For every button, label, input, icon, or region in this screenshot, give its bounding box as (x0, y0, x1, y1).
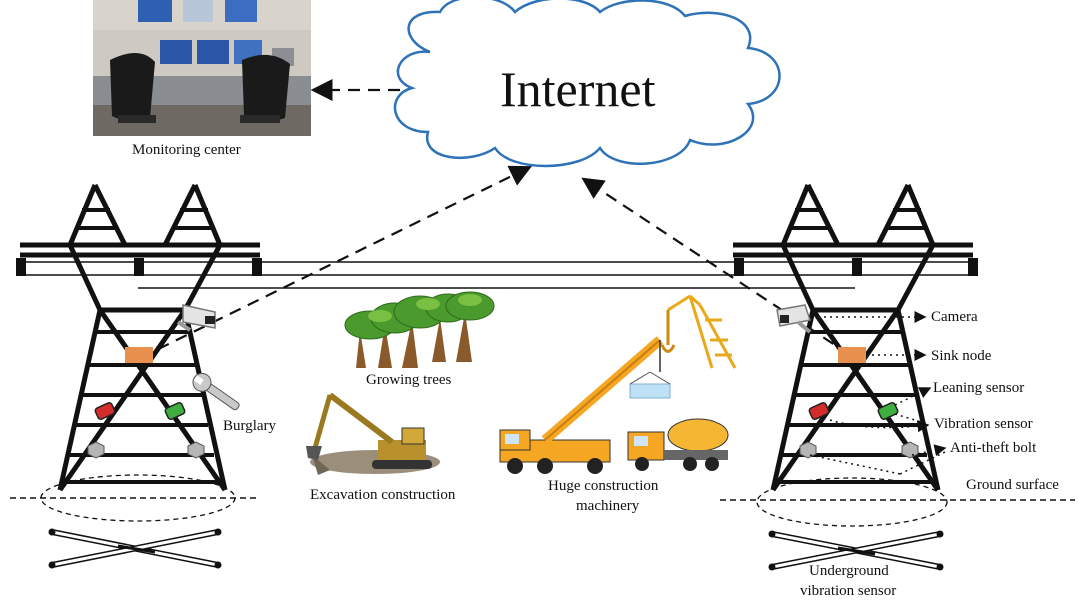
anti-theft-bolt-label: Anti-theft bolt (950, 440, 1037, 456)
right-transmission-tower (733, 183, 973, 492)
machinery-label-line2: machinery (576, 498, 640, 514)
left-camera-icon (176, 304, 216, 332)
right-sink-node (838, 347, 866, 363)
burglary-label: Burglary (223, 418, 277, 434)
left-anti-theft-bolts (87, 441, 205, 459)
monitoring-center-label: Monitoring center (132, 142, 241, 158)
monitoring-center-photo (93, 0, 311, 136)
growing-trees-illustration (344, 291, 495, 368)
right-tower-insulators (734, 258, 978, 276)
leaning-sensor-label: Leaning sensor (933, 380, 1025, 396)
left-vibration-sensor (164, 401, 186, 421)
link-right-tower-to-internet (581, 177, 851, 356)
ground-surface-label: Ground surface (966, 477, 1059, 493)
underground-zones (40, 474, 948, 527)
right-camera-icon (776, 304, 812, 334)
vibration-sensor-label: Vibration sensor (934, 416, 1033, 432)
crane-truck-illustration (499, 336, 671, 474)
wrench-icon (192, 372, 240, 411)
left-underground-vibration-sensor (48, 528, 222, 569)
right-vibration-sensor (877, 401, 899, 421)
internet-cloud (393, 0, 781, 168)
ground-surface-lines (10, 497, 1075, 501)
cement-mixer-truck-illustration (627, 418, 729, 471)
growing-trees-label: Growing trees (366, 372, 452, 388)
left-leaning-sensor (94, 401, 116, 421)
link-left-tower-to-internet (139, 165, 532, 359)
machinery-label-line1: Huge construction (548, 478, 659, 494)
left-sink-node (125, 347, 153, 363)
camera-label: Camera (931, 309, 978, 325)
excavator-illustration (306, 392, 440, 475)
sink-node-label: Sink node (931, 348, 992, 364)
communication-links (139, 79, 851, 359)
excavation-construction-label: Excavation construction (310, 487, 456, 503)
left-tower-insulators (16, 258, 262, 276)
left-transmission-tower (20, 183, 260, 492)
underground-label-line1: Underground (809, 563, 889, 579)
power-lines (20, 261, 975, 289)
right-underground-vibration-sensor (768, 530, 944, 571)
sensor-callouts (809, 311, 947, 475)
tower-crane-illustration (660, 294, 737, 369)
internet-label: Internet (500, 61, 656, 117)
underground-label-line2: vibration sensor (800, 583, 897, 599)
right-leaning-sensor (808, 401, 830, 421)
